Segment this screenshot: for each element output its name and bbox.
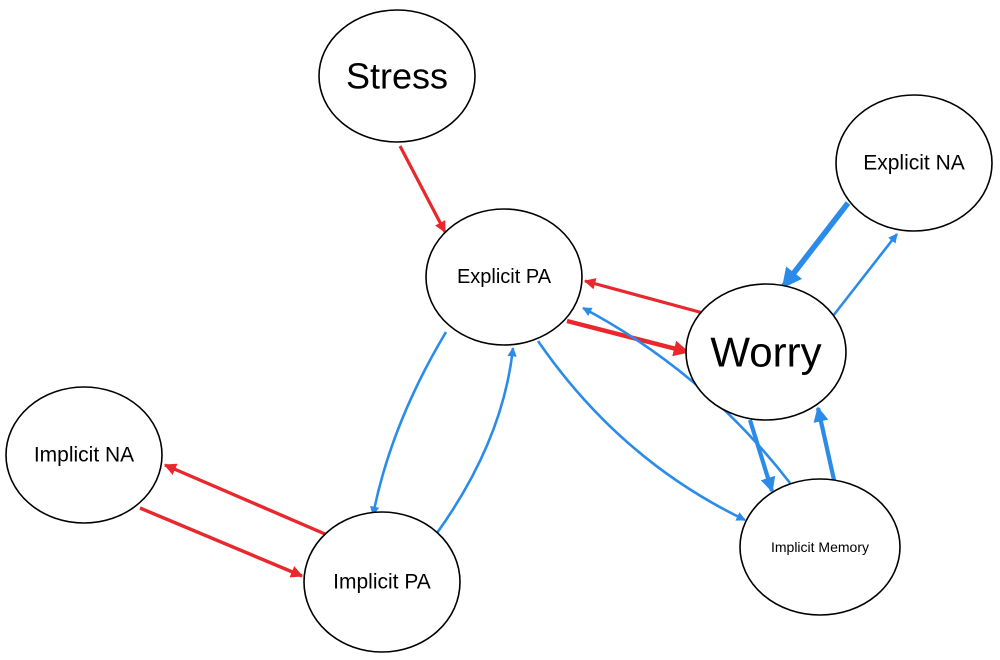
- edge-explicit-na-to-worry: [780, 201, 851, 289]
- edge-implicit-pa-to-implicit-na: [163, 463, 326, 536]
- node-stress-label: Stress: [346, 56, 448, 97]
- edge-worry-to-explicit-na: [831, 233, 899, 317]
- node-implicit-pa-label: Implicit PA: [333, 571, 431, 594]
- node-explicit-na-ellipse: [835, 94, 993, 232]
- node-explicit-na: Explicit NA: [835, 94, 993, 232]
- node-explicit-na-label: Explicit NA: [863, 152, 965, 175]
- edge-worry-to-implicit-memory: [747, 419, 776, 493]
- node-explicit-pa: Explicit PA: [425, 208, 583, 346]
- node-implicit-na-label: Implicit NA: [34, 444, 134, 467]
- edge-worry-to-explicit-pa: [583, 278, 704, 315]
- edge-implicit-pa-to-explicit-pa: [435, 347, 517, 534]
- node-explicit-pa-ellipse: [425, 208, 583, 346]
- node-worry: Worry: [685, 283, 847, 421]
- node-implicit-memory-label: Implicit Memory: [771, 539, 869, 555]
- node-stress-ellipse: [318, 9, 476, 143]
- node-implicit-pa: Implicit PA: [303, 511, 461, 653]
- edge-implicit-memory-to-worry: [813, 406, 837, 481]
- edge-stress-to-explicit-pa: [398, 145, 447, 234]
- edge-explicit-pa-to-implicit-memory: [536, 340, 746, 522]
- edge-implicit-na-to-implicit-pa: [139, 506, 304, 578]
- node-implicit-memory: Implicit Memory: [739, 478, 901, 616]
- node-implicit-na-ellipse: [5, 386, 163, 524]
- node-stress: Stress: [318, 9, 476, 143]
- edge-explicit-pa-to-implicit-pa: [370, 331, 448, 516]
- node-worry-ellipse: [685, 283, 847, 421]
- node-implicit-memory-ellipse: [739, 478, 901, 616]
- edges-layer: [139, 145, 899, 578]
- node-implicit-pa-ellipse: [303, 511, 461, 653]
- node-implicit-na: Implicit NA: [5, 386, 163, 524]
- edge-explicit-pa-to-worry: [566, 318, 690, 357]
- node-worry-label: Worry: [710, 329, 821, 376]
- node-explicit-pa-label: Explicit PA: [457, 266, 552, 288]
